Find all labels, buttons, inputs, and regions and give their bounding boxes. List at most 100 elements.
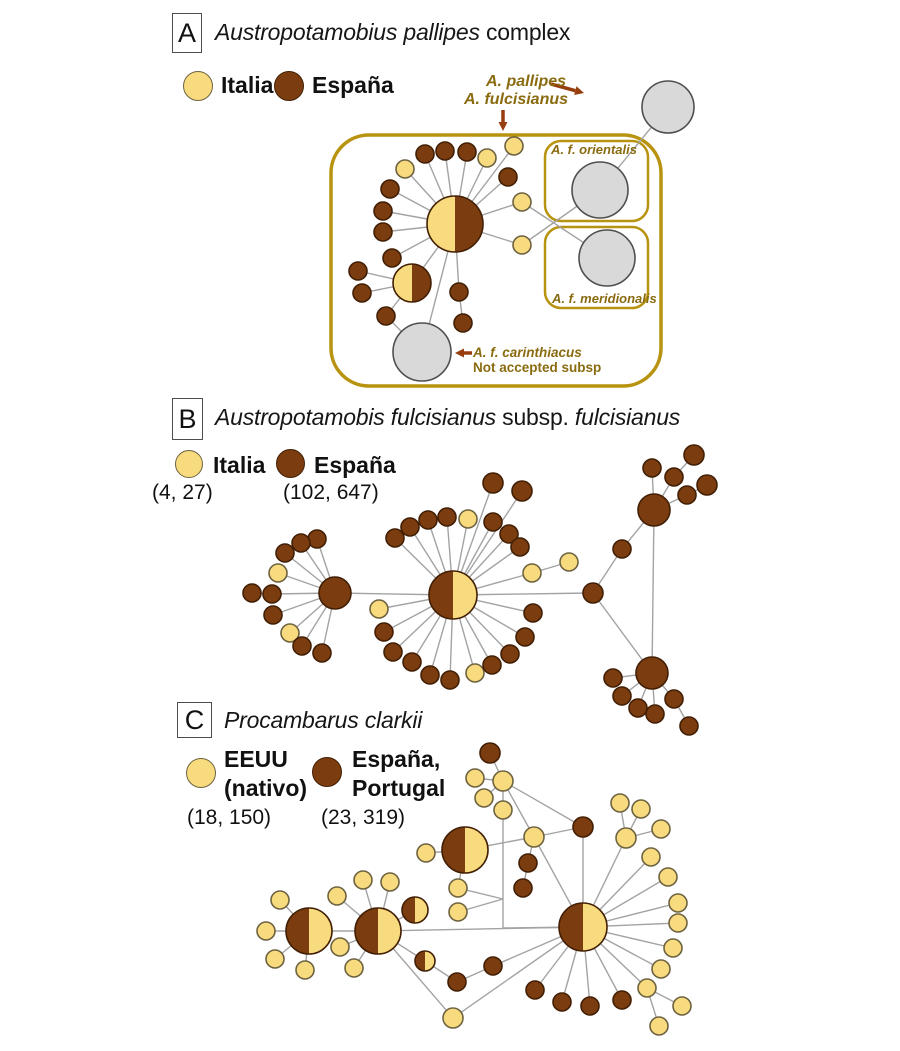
node-bc4 xyxy=(437,507,457,527)
legend-c-espana-label1: España, xyxy=(352,746,441,772)
node-a1 xyxy=(395,159,415,179)
node-a9 xyxy=(373,201,393,221)
node-a8 xyxy=(380,179,400,199)
node-bb4 xyxy=(268,563,288,583)
panel-c-letterbox: C xyxy=(177,702,212,738)
edge xyxy=(502,780,584,828)
node-bc2 xyxy=(400,517,420,537)
panel-c-title: Procambarus clarkii xyxy=(224,707,422,734)
node-bh xyxy=(318,576,352,610)
node-a6 xyxy=(504,136,524,156)
node-bc xyxy=(428,570,478,620)
node-s1 xyxy=(270,890,290,910)
panel-b-title-subsp: subsp. xyxy=(495,404,575,430)
node-s9 xyxy=(330,937,350,957)
node-bb2 xyxy=(291,533,311,553)
panel-b-letterbox: B xyxy=(172,398,203,440)
node-cy xyxy=(442,1007,464,1029)
node-bt xyxy=(637,493,671,527)
edge xyxy=(651,509,655,674)
node-a14 xyxy=(348,261,368,281)
panel-c-letter: C xyxy=(184,704,205,735)
node-ch2 xyxy=(483,956,503,976)
node-agm xyxy=(578,229,636,287)
node-f12 xyxy=(672,996,692,1016)
node-s5 xyxy=(327,886,347,906)
node-c1 xyxy=(479,742,501,764)
node-c3 xyxy=(492,770,514,792)
node-bc14 xyxy=(374,622,394,642)
gold-box xyxy=(543,139,650,223)
node-a17 xyxy=(449,282,469,302)
node-l1 xyxy=(285,907,333,955)
node-bc7 xyxy=(499,524,519,544)
node-bc11 xyxy=(522,563,542,583)
panel-a-title: Austropotamobius pallipes complex xyxy=(215,19,570,46)
node-g1 xyxy=(525,980,545,1000)
node-bc23 xyxy=(523,603,543,623)
panel-a-letterbox: A xyxy=(172,13,202,53)
node-bc9 xyxy=(482,472,504,494)
node-s7 xyxy=(380,872,400,892)
node-c7 xyxy=(448,878,468,898)
node-bc6 xyxy=(483,512,503,532)
node-bc15 xyxy=(383,642,403,662)
node-bc8 xyxy=(510,537,530,557)
node-bb9 xyxy=(292,636,312,656)
node-c5 xyxy=(493,800,513,820)
legend-b-espana-label: España xyxy=(314,452,396,478)
node-bb1 xyxy=(307,529,327,549)
annotation-carinthiacus: A. f. carinthiacus xyxy=(473,345,582,360)
legend-b-italia-label: Italia xyxy=(213,452,266,478)
arrow-shaft xyxy=(550,82,576,93)
node-bc5 xyxy=(458,509,478,529)
legend-b-italia-count: (4, 27) xyxy=(152,481,213,504)
node-bu3 xyxy=(628,698,648,718)
arrow-head xyxy=(574,86,584,95)
legend-b-espana-swatch xyxy=(276,449,305,478)
node-cjy xyxy=(523,826,545,848)
node-bc19 xyxy=(465,663,485,683)
node-bu xyxy=(635,656,669,690)
node-cl xyxy=(441,826,489,874)
legend-c-espana-swatch xyxy=(312,757,342,787)
node-a4 xyxy=(457,142,477,162)
node-cc xyxy=(558,902,608,952)
node-l2 xyxy=(354,907,402,955)
node-bu5 xyxy=(664,689,684,709)
node-cjb xyxy=(572,816,594,838)
panel-b-title: Austropotamobis fulcisianus subsp. fulci… xyxy=(215,404,680,431)
node-a12 xyxy=(512,192,532,212)
node-f11 xyxy=(637,978,657,998)
node-agc xyxy=(392,322,452,382)
node-bb7 xyxy=(263,605,283,625)
node-bu6 xyxy=(679,716,699,736)
node-bc21 xyxy=(500,644,520,664)
node-a13 xyxy=(512,235,532,255)
panel-c-nodes xyxy=(256,742,692,1036)
node-bn xyxy=(612,539,632,559)
node-bj xyxy=(582,582,604,604)
node-bt2 xyxy=(664,467,684,487)
node-s4 xyxy=(295,960,315,980)
panel-b-nodes xyxy=(242,444,718,736)
node-s8 xyxy=(401,896,429,924)
panel-a-title-species: Austropotamobius pallipes xyxy=(215,19,480,45)
node-bb5 xyxy=(262,584,282,604)
node-bc1 xyxy=(385,528,405,548)
node-bc20 xyxy=(482,655,502,675)
node-f6 xyxy=(658,867,678,887)
node-bb10 xyxy=(312,643,332,663)
annotation-meridionalis: A. f. meridionalis xyxy=(552,291,657,306)
node-bb3 xyxy=(275,543,295,563)
annotation-a-fulcisianus: A. fulcisianus xyxy=(464,91,569,108)
node-f13 xyxy=(649,1016,669,1036)
node-a3 xyxy=(435,141,455,161)
legend-c-eeuu-swatch xyxy=(186,758,216,788)
node-a11 xyxy=(382,248,402,268)
panel-a-nodes xyxy=(348,80,695,382)
node-ago xyxy=(571,161,629,219)
panel-b-letter: B xyxy=(178,403,197,434)
node-f4 xyxy=(651,819,671,839)
